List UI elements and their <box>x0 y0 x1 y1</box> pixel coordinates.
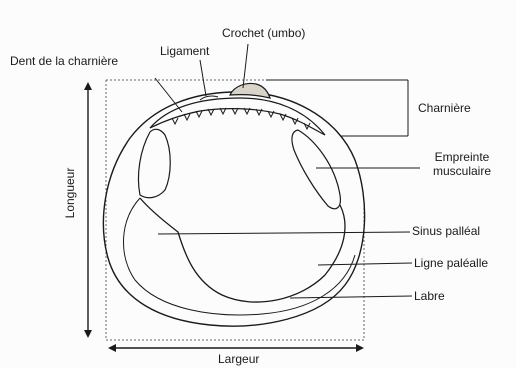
bounding-guides <box>106 80 364 340</box>
label-crochet: Crochet (umbo) <box>222 26 305 40</box>
shell-outline <box>103 92 364 326</box>
label-empreinte: Empreinte musculaire <box>420 150 504 178</box>
anterior-muscle-scar <box>138 129 170 197</box>
leader-lines <box>155 44 420 298</box>
umbo <box>230 83 270 98</box>
leader-sinus <box>158 232 410 234</box>
posterior-muscle-scar <box>292 130 340 209</box>
label-charniere: Charnière <box>418 101 471 115</box>
leader-crochet <box>243 44 248 88</box>
leader-ligament <box>200 60 206 96</box>
leader-labre <box>290 296 412 298</box>
label-ligament: Ligament <box>160 44 209 58</box>
hinge-teeth <box>172 108 310 129</box>
label-sinus: Sinus palléal <box>412 224 480 238</box>
charniere-bracket <box>266 80 408 136</box>
label-dent: Dent de la charnière <box>10 54 118 68</box>
label-empreinte-line1: Empreinte <box>420 150 504 164</box>
label-ligne: Ligne paléalle <box>414 256 488 270</box>
label-largeur: Largeur <box>218 352 259 366</box>
label-labre: Labre <box>414 289 445 303</box>
pallial-line <box>140 198 345 302</box>
label-empreinte-line2: musculaire <box>420 164 504 178</box>
label-longueur: Longueur <box>63 163 77 223</box>
